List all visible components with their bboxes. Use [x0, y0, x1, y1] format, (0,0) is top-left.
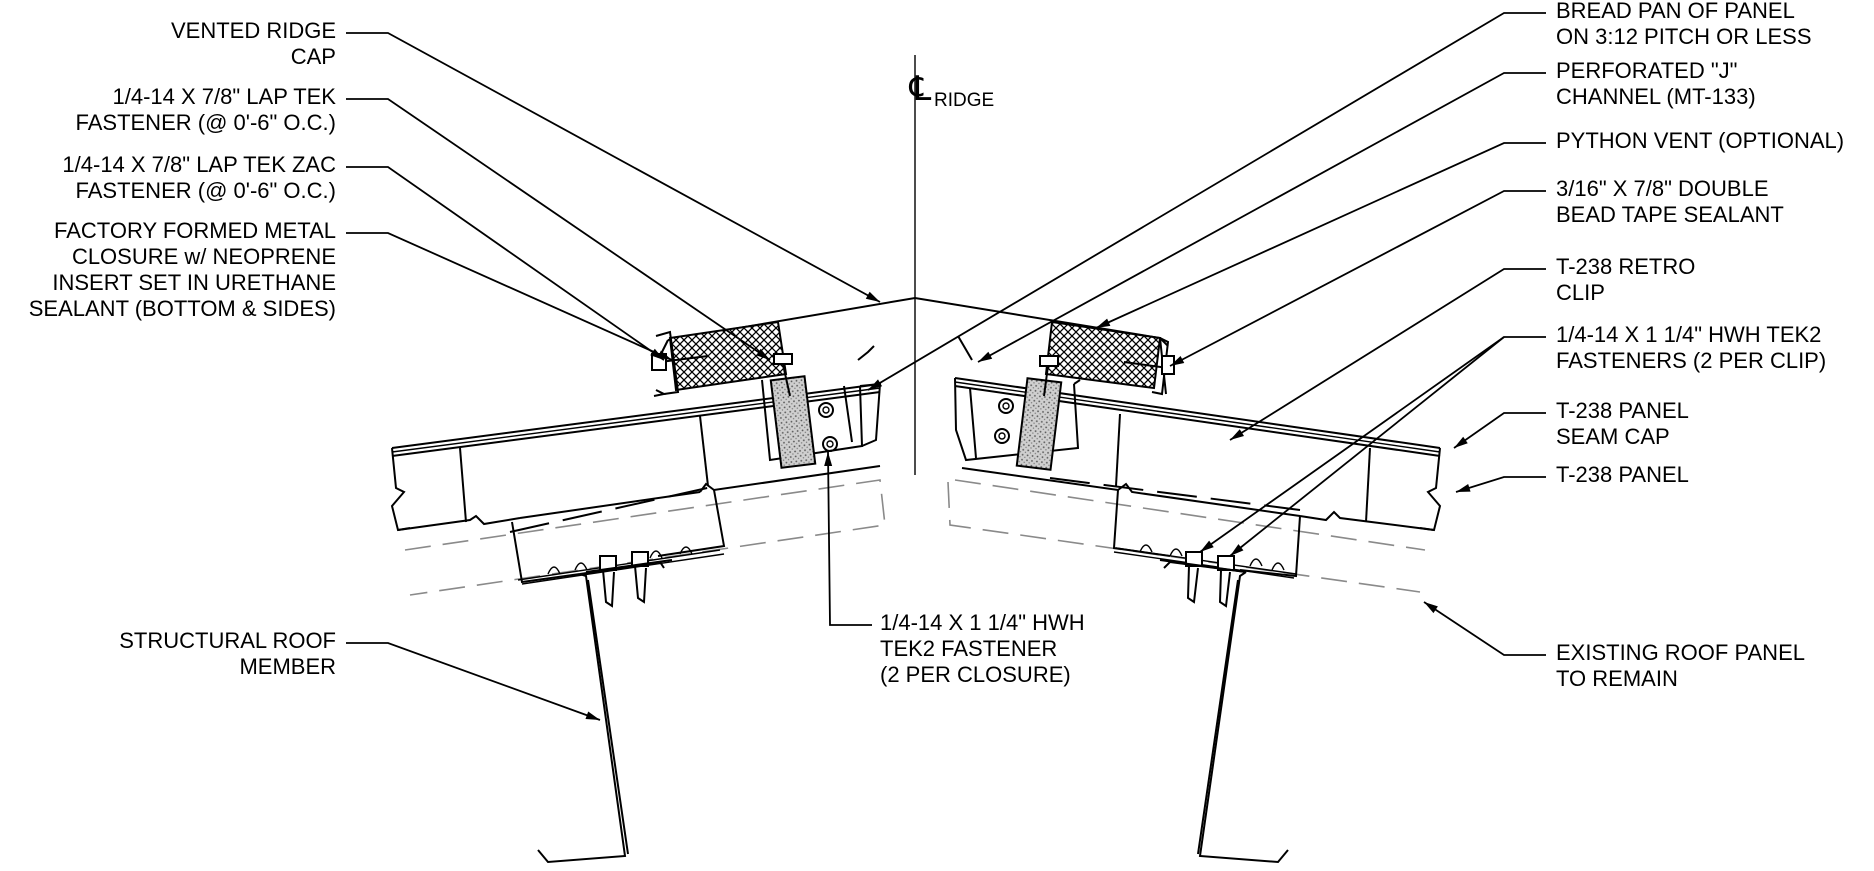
leader-structural [346, 642, 601, 721]
callout-seam-cap: T-238 PANEL SEAM CAP [1556, 398, 1689, 449]
svg-text:TEK2 FASTENER: TEK2 FASTENER [880, 636, 1057, 661]
leader-j-channel-arrowhead [978, 351, 993, 362]
leader-python-vent-arrowhead [1096, 318, 1111, 328]
leader-retro-clip-arrowhead [1230, 429, 1244, 440]
leader-lines [346, 12, 1546, 721]
svg-text:CHANNEL (MT-133): CHANNEL (MT-133) [1556, 84, 1756, 109]
centerline-label: RIDGE [934, 90, 994, 111]
svg-text:FASTENER (@ 0'-6" O.C.): FASTENER (@ 0'-6" O.C.) [76, 110, 337, 135]
leader-metal-closure [346, 232, 673, 361]
leader-clip-fasteners-a-arrowhead [1200, 540, 1214, 552]
leader-structural-arrowhead [585, 711, 600, 720]
leader-tape-sealant-arrowhead [1170, 355, 1185, 366]
svg-text:3/16" X 7/8" DOUBLE: 3/16" X 7/8" DOUBLE [1556, 176, 1769, 201]
left-neoprene-insert [769, 375, 817, 469]
callout-structural-member: STRUCTURAL ROOF MEMBER [119, 628, 336, 679]
svg-text:FASTENER (@ 0'-6" O.C.): FASTENER (@ 0'-6" O.C.) [76, 178, 337, 203]
leader-vented-ridge-cap-arrowhead [865, 291, 880, 302]
right-metal-closure [1039, 320, 1175, 397]
callout-j-channel: PERFORATED "J" CHANNEL (MT-133) [1556, 58, 1756, 109]
leader-tape-sealant [1169, 190, 1546, 367]
leader-seam-cap [1453, 412, 1546, 449]
callout-python-vent: PYTHON VENT (OPTIONAL) [1556, 128, 1844, 153]
svg-text:BREAD PAN OF PANEL: BREAD PAN OF PANEL [1556, 0, 1795, 23]
svg-text:1/4-14 X 7/8" LAP TEK ZAC: 1/4-14 X 7/8" LAP TEK ZAC [62, 152, 336, 177]
ridge-centerline: ℄ RIDGE [905, 55, 994, 475]
callout-lap-tek-fastener: 1/4-14 X 7/8" LAP TEK FASTENER (@ 0'-6" … [76, 84, 337, 135]
leader-lap-tek-arrowhead [756, 348, 770, 360]
leader-panel [1455, 476, 1546, 493]
leader-j-channel [977, 72, 1546, 363]
svg-text:CAP: CAP [291, 44, 336, 69]
leader-closure-fastener-arrowhead [824, 452, 833, 467]
leader-lap-tek-zac [346, 166, 665, 361]
svg-text:CLIP: CLIP [1556, 280, 1605, 305]
left-metal-closure [651, 320, 875, 397]
svg-text:T-238 PANEL: T-238 PANEL [1556, 462, 1689, 487]
svg-text:SEALANT (BOTTOM & SIDES): SEALANT (BOTTOM & SIDES) [29, 296, 336, 321]
svg-text:VENTED RIDGE: VENTED RIDGE [171, 18, 336, 43]
leader-seam-cap-arrowhead [1454, 436, 1468, 448]
leader-existing-panel [1423, 601, 1546, 656]
leader-clip-fasteners-a [1199, 336, 1546, 553]
leader-bread-pan [867, 12, 1546, 391]
svg-text:FASTENERS (2 PER CLIP): FASTENERS (2 PER CLIP) [1556, 348, 1826, 373]
svg-text:STRUCTURAL ROOF: STRUCTURAL ROOF [119, 628, 336, 653]
leader-bread-pan-arrowhead [868, 379, 883, 390]
leader-metal-closure-arrowhead [657, 350, 672, 360]
callout-retro-clip: T-238 RETRO CLIP [1556, 254, 1695, 305]
svg-text:CLOSURE w/ NEOPRENE: CLOSURE w/ NEOPRENE [72, 244, 336, 269]
svg-text:1/4-14 X 7/8" LAP TEK: 1/4-14 X 7/8" LAP TEK [113, 84, 337, 109]
leader-closure-fastener [827, 451, 872, 626]
svg-text:MEMBER: MEMBER [239, 654, 336, 679]
leader-panel-arrowhead [1456, 484, 1471, 492]
callout-bread-pan: BREAD PAN OF PANEL ON 3:12 PITCH OR LESS [1556, 0, 1812, 49]
svg-text:ON 3:12 PITCH OR LESS: ON 3:12 PITCH OR LESS [1556, 24, 1812, 49]
svg-text:T-238 RETRO: T-238 RETRO [1556, 254, 1695, 279]
right-structural-member [1163, 560, 1289, 864]
svg-text:PYTHON VENT (OPTIONAL): PYTHON VENT (OPTIONAL) [1556, 128, 1844, 153]
callout-closure-fastener: 1/4-14 X 1 1/4" HWH TEK2 FASTENER (2 PER… [880, 610, 1085, 687]
svg-text:EXISTING ROOF PANEL: EXISTING ROOF PANEL [1556, 640, 1805, 665]
centerline-symbol: ℄ [905, 70, 935, 108]
left-structural-member [537, 560, 665, 864]
callout-clip-fasteners: 1/4-14 X 1 1/4" HWH TEK2 FASTENERS (2 PE… [1556, 322, 1826, 373]
svg-text:TO REMAIN: TO REMAIN [1556, 666, 1678, 691]
svg-text:SEAM CAP: SEAM CAP [1556, 424, 1670, 449]
left-roof-panel [390, 379, 882, 585]
svg-text:INSERT SET IN URETHANE: INSERT SET IN URETHANE [52, 270, 336, 295]
callout-existing-panel: EXISTING ROOF PANEL TO REMAIN [1556, 640, 1805, 691]
leader-vented-ridge-cap [346, 32, 881, 303]
callout-tape-sealant: 3/16" X 7/8" DOUBLE BEAD TAPE SEALANT [1556, 176, 1784, 227]
callout-metal-closure: FACTORY FORMED METAL CLOSURE w/ NEOPRENE… [29, 218, 336, 321]
right-roof-panel [954, 335, 1442, 579]
leader-python-vent [1095, 142, 1546, 329]
leader-retro-clip [1229, 268, 1546, 441]
svg-text:PERFORATED "J": PERFORATED "J" [1556, 58, 1737, 83]
right-neoprene-insert [1015, 377, 1063, 471]
svg-text:1/4-14 X 1 1/4" HWH TEK2: 1/4-14 X 1 1/4" HWH TEK2 [1556, 322, 1821, 347]
callout-lap-tek-zac-fastener: 1/4-14 X 7/8" LAP TEK ZAC FASTENER (@ 0'… [62, 152, 336, 203]
svg-text:1/4-14 X 1 1/4" HWH: 1/4-14 X 1 1/4" HWH [880, 610, 1085, 635]
callout-panel: T-238 PANEL [1556, 462, 1689, 487]
svg-text:FACTORY FORMED METAL: FACTORY FORMED METAL [54, 218, 336, 243]
callout-vented-ridge-cap: VENTED RIDGE CAP [171, 18, 336, 69]
leader-clip-fasteners-b [1229, 336, 1505, 557]
leader-clip-fasteners-b-arrowhead [1230, 544, 1244, 556]
leader-existing-panel-arrowhead [1424, 602, 1438, 614]
svg-text:(2 PER CLOSURE): (2 PER CLOSURE) [880, 662, 1071, 687]
svg-text:BEAD TAPE SEALANT: BEAD TAPE SEALANT [1556, 202, 1784, 227]
leader-lap-tek [346, 98, 771, 361]
left-clip-fasteners [585, 551, 673, 608]
svg-text:T-238 PANEL: T-238 PANEL [1556, 398, 1689, 423]
